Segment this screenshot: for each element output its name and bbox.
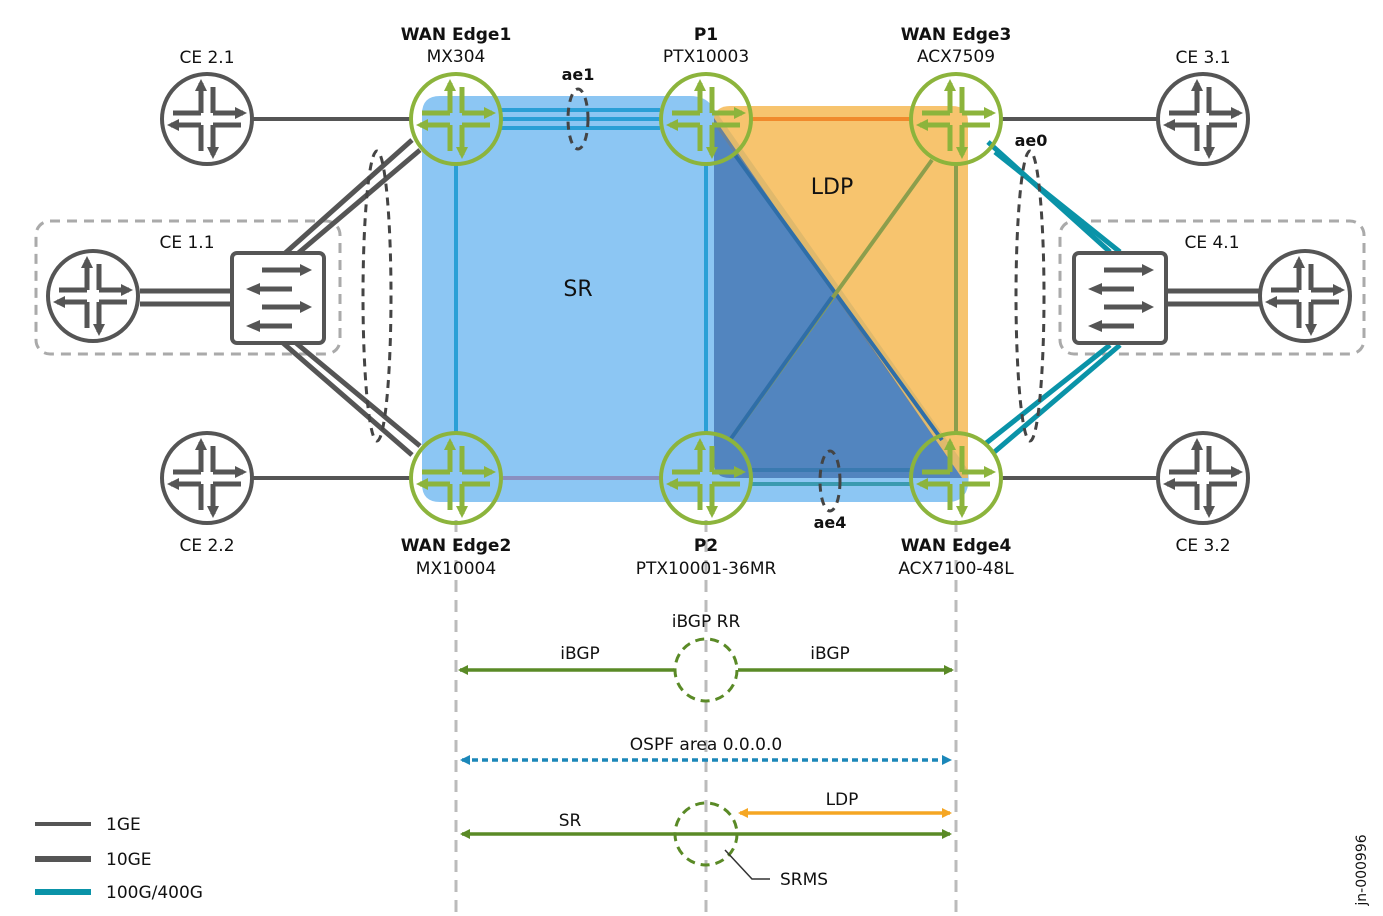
ae4-ellipse <box>818 449 842 513</box>
link-switch-wanedge2-b <box>294 341 422 448</box>
switch-ce11[interactable] <box>230 251 326 345</box>
wan-edge1-model: MX304 <box>427 47 486 67</box>
srms-circle <box>673 801 739 867</box>
link-p1-wanedge4 <box>733 153 944 442</box>
guide-lines <box>454 520 958 912</box>
router-icon <box>916 79 996 159</box>
ae1-label: ae1 <box>562 65 595 84</box>
router-icon <box>167 79 247 159</box>
router-icon <box>666 79 746 159</box>
bundle-ellipses <box>361 87 1046 513</box>
ibgp-left-label: iBGP <box>560 644 600 664</box>
link-wanedge4-switch-b <box>990 343 1122 456</box>
legend-label-1ge: 1GE <box>106 815 141 835</box>
router-icon <box>666 438 746 518</box>
p2-name: P2 <box>694 536 718 556</box>
ibgp-rr-label: iBGP RR <box>672 612 741 632</box>
ae4-label: ae4 <box>814 513 847 532</box>
router-icon <box>416 79 496 159</box>
legend: 1GE 10GE 100G/400G <box>35 815 203 903</box>
switch-icon <box>1088 264 1154 332</box>
router-ce22[interactable] <box>160 431 254 525</box>
p1-model: PTX10003 <box>663 47 749 67</box>
router-icon <box>916 438 996 518</box>
router-ce41[interactable] <box>1258 249 1352 343</box>
router-icon <box>416 438 496 518</box>
srms-leader-line <box>724 849 770 880</box>
wan-edge2-model: MX10004 <box>416 559 496 579</box>
router-p1[interactable] <box>659 72 753 166</box>
ibgp-rr-circle <box>673 637 739 703</box>
link-switch-wanedge1-b <box>294 148 422 257</box>
sr-region-label: SR <box>563 277 592 302</box>
lag-left-ellipse <box>361 149 393 443</box>
link-switch-wanedge2-a <box>281 341 414 457</box>
switch-ce41[interactable] <box>1072 251 1168 345</box>
ae0-ellipse <box>1014 149 1046 443</box>
wan-edge4-name: WAN Edge4 <box>901 536 1012 556</box>
router-p2[interactable] <box>659 431 753 525</box>
ae0-label: ae0 <box>1015 131 1048 150</box>
protocol-section: iBGP RR iBGP iBGP OSPF area 0.0.0.0 LDP … <box>458 612 954 890</box>
wan-edge1-name: WAN Edge1 <box>401 25 512 45</box>
ce22-label: CE 2.2 <box>179 536 234 556</box>
ce11-group-box <box>34 219 342 356</box>
ce11-label: CE 1.1 <box>159 233 214 253</box>
wan-edge2-name: WAN Edge2 <box>401 536 512 556</box>
ce41-group-box <box>1058 219 1366 356</box>
links-1ge <box>253 117 1160 480</box>
link-p2-wanedge3-lower <box>728 295 834 442</box>
wan-edge3-model: ACX7509 <box>917 47 995 67</box>
links-10ge-left <box>140 138 422 457</box>
ce21-label: CE 2.1 <box>179 48 234 68</box>
router-wan-edge1[interactable] <box>409 72 503 166</box>
ldp-protocol-label: LDP <box>826 790 859 810</box>
router-ce32[interactable] <box>1156 431 1250 525</box>
router-ce31[interactable] <box>1156 72 1250 166</box>
router-icon <box>1265 256 1345 336</box>
link-wanedge4-switch-a <box>983 343 1112 446</box>
core-links <box>454 108 958 486</box>
routers <box>46 72 1352 525</box>
router-icon <box>53 256 133 336</box>
router-ce21[interactable] <box>160 72 254 166</box>
router-icon <box>1163 79 1243 159</box>
ibgp-right-label: iBGP <box>810 644 850 664</box>
srms-label: SRMS <box>780 870 828 890</box>
ce41-label: CE 4.1 <box>1184 233 1239 253</box>
router-icon <box>1163 438 1243 518</box>
figure-id: jn-000996 <box>1354 834 1370 906</box>
legend-label-10ge: 10GE <box>106 850 152 870</box>
p2-model: PTX10001-36MR <box>636 559 777 579</box>
ae1-ellipse <box>566 87 590 151</box>
wan-edge4-model: ACX7100-48L <box>898 559 1014 579</box>
link-switch-wanedge1-a <box>281 138 414 257</box>
switch-icon <box>246 264 312 332</box>
router-wan-edge2[interactable] <box>409 431 503 525</box>
p1-name: P1 <box>694 25 718 45</box>
ce32-label: CE 3.2 <box>1175 536 1230 556</box>
router-wan-edge4[interactable] <box>909 431 1003 525</box>
ldp-region-label: LDP <box>811 175 853 200</box>
ospf-label: OSPF area 0.0.0.0 <box>630 735 782 755</box>
router-ce11[interactable] <box>46 249 140 343</box>
sr-protocol-label: SR <box>559 811 582 831</box>
wan-edge3-name: WAN Edge3 <box>901 25 1012 45</box>
router-wan-edge3[interactable] <box>909 72 1003 166</box>
router-icon <box>167 438 247 518</box>
ce31-label: CE 3.1 <box>1175 48 1230 68</box>
link-wanedge3-switch-b <box>993 150 1122 254</box>
links-right <box>983 140 1260 456</box>
legend-label-100g: 100G/400G <box>106 883 203 903</box>
